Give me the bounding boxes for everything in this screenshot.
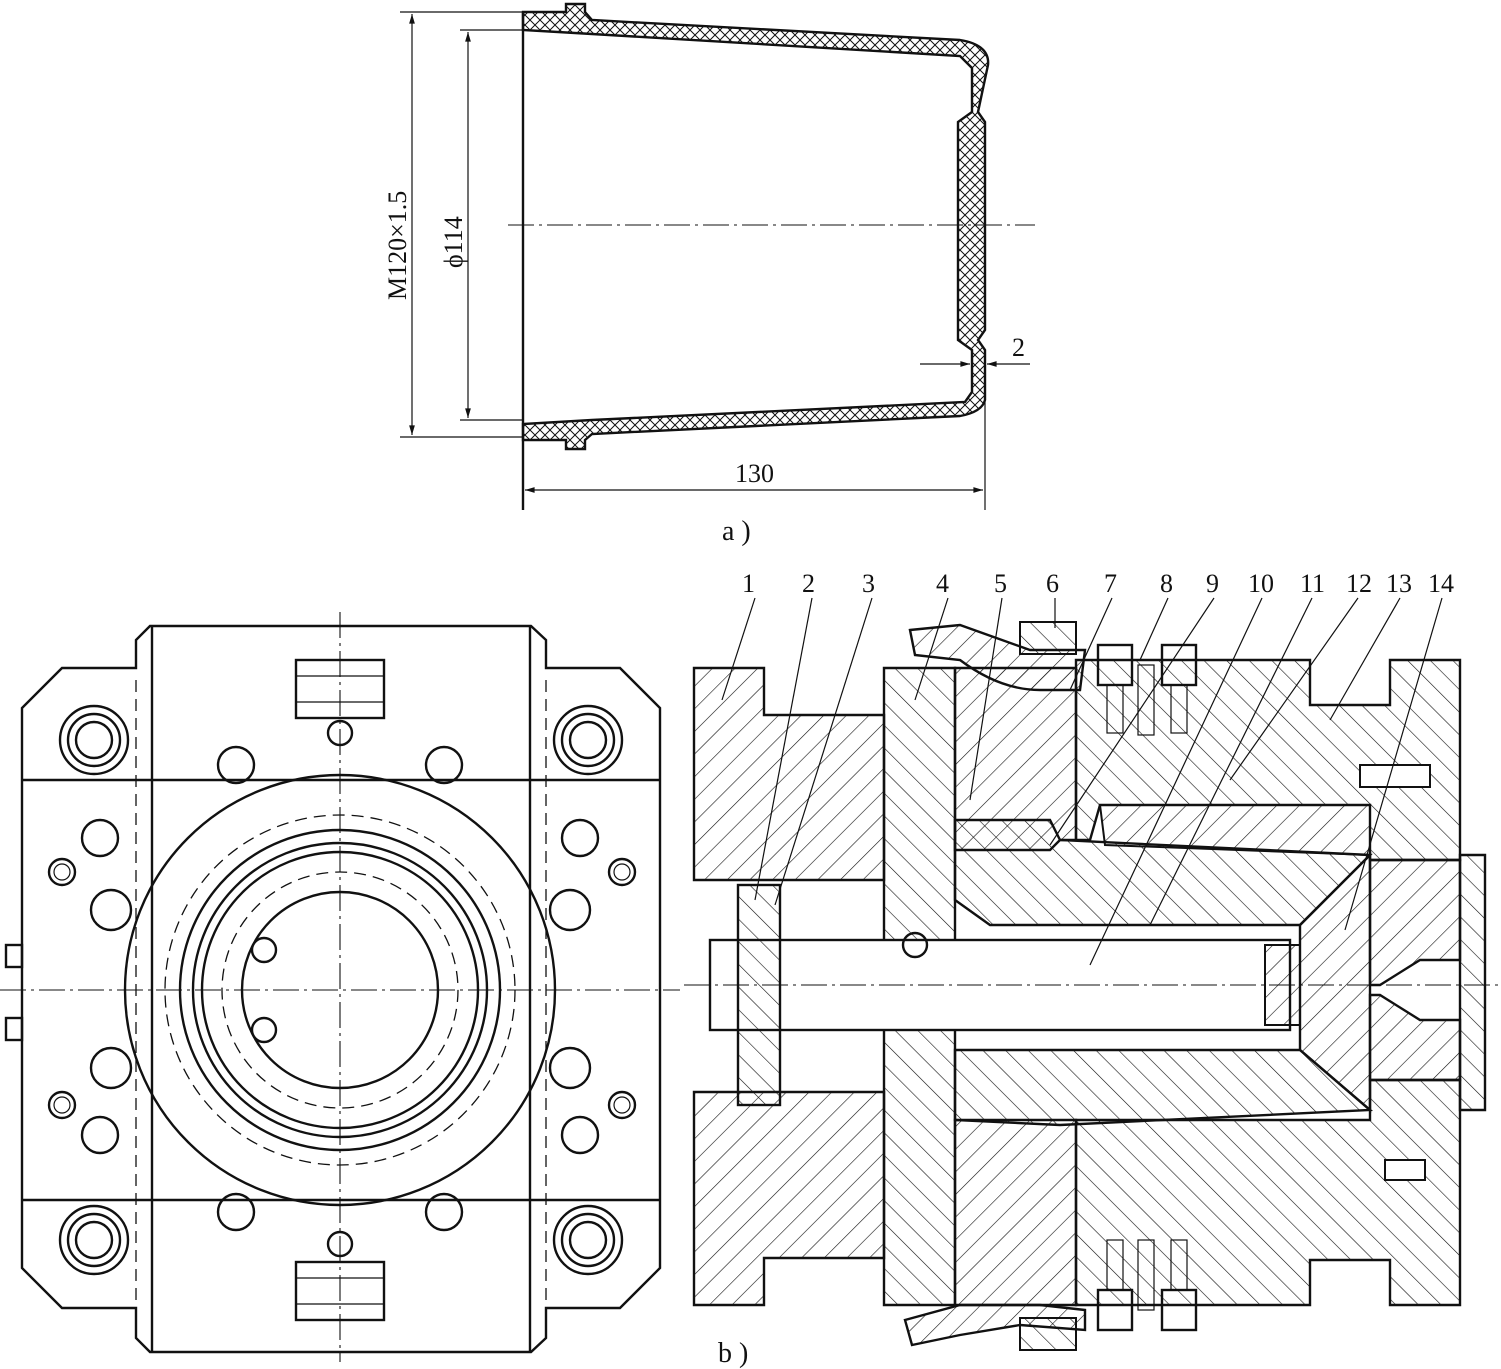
svg-text:5: 5 [994, 569, 1007, 598]
mold-section-view: 1 2 3 4 5 6 7 8 9 10 11 12 13 14 b ) [684, 569, 1500, 1369]
part-2-ejector-plate [736, 883, 782, 1107]
guide-bushing-top-left [58, 704, 130, 776]
callout-12: 12 [1229, 569, 1372, 781]
clamp-plate-outline [20, 624, 662, 1354]
callout-5: 5 [969, 569, 1007, 801]
svg-text:4: 4 [936, 569, 949, 598]
part-8-screws-bottom [1096, 1239, 1198, 1332]
svg-text:6: 6 [1046, 569, 1059, 598]
part-8-screws-top [1096, 643, 1198, 736]
part-7-stripper-plate-lower [953, 1118, 1078, 1307]
part-6-lever-top [908, 623, 1087, 692]
length-dim-label: 130 [735, 459, 774, 488]
callout-13: 13 [1329, 569, 1412, 721]
part-14-sprue-bushing [1368, 858, 1462, 987]
lifting-slot-top [294, 658, 386, 720]
side-fittings [4, 943, 24, 1042]
svg-text:8: 8 [1160, 569, 1173, 598]
pivot-pin [901, 931, 929, 959]
wall-dim-label: 2 [1012, 333, 1025, 362]
part-wall-section [521, 2, 990, 451]
part-6-block [1019, 621, 1077, 655]
part-10-core-lower [953, 1048, 1374, 1127]
mold-plan-view [0, 612, 680, 1362]
part-12-screw [1359, 764, 1431, 788]
callout-9: 9 [1049, 569, 1219, 846]
callout-10: 10 [1089, 569, 1274, 966]
callout-6: 6 [1046, 569, 1059, 628]
locating-ring [1458, 853, 1487, 1112]
svg-text:7: 7 [1104, 569, 1117, 598]
guide-bushing-top-right [552, 704, 624, 776]
part-1-clamp-plate-lower [692, 1090, 886, 1307]
callout-7: 7 [1069, 569, 1117, 691]
callout-8: 8 [1139, 569, 1173, 661]
svg-text:13: 13 [1386, 569, 1412, 598]
figure-a-caption: a ) [722, 516, 751, 547]
svg-text:14: 14 [1428, 569, 1454, 598]
callout-14: 14 [1344, 569, 1454, 931]
svg-text:12: 12 [1346, 569, 1372, 598]
svg-text:3: 3 [862, 569, 875, 598]
guide-bushing-bottom-left [58, 1204, 130, 1276]
svg-text:1: 1 [742, 569, 755, 598]
part-6-block-lower [1019, 1317, 1077, 1351]
callout-11: 11 [1149, 569, 1325, 926]
screw-holes [47, 719, 637, 1258]
part-12-screw-lower [1384, 1159, 1426, 1181]
svg-text:10: 10 [1248, 569, 1274, 598]
dia-dim-label: ϕ114 [439, 216, 468, 268]
svg-text:11: 11 [1300, 569, 1325, 598]
svg-text:9: 9 [1206, 569, 1219, 598]
figure-b-caption: b ) [718, 1338, 748, 1369]
guide-bushing-bottom-right [552, 1204, 624, 1276]
callout-2: 2 [754, 569, 815, 901]
figure-a-part: M120×1.5 ϕ114 130 2 a ) [383, 2, 1035, 547]
part-14-sprue-bushing-lower [1368, 993, 1462, 1082]
part-6-lever-bottom [903, 1303, 1087, 1347]
callout-1: 1 [721, 569, 756, 701]
thread-dim-label: M120×1.5 [383, 191, 412, 300]
callout-3: 3 [774, 569, 875, 906]
svg-text:2: 2 [802, 569, 815, 598]
lifting-slot-bottom [294, 1260, 386, 1322]
callout-4: 4 [914, 569, 949, 701]
